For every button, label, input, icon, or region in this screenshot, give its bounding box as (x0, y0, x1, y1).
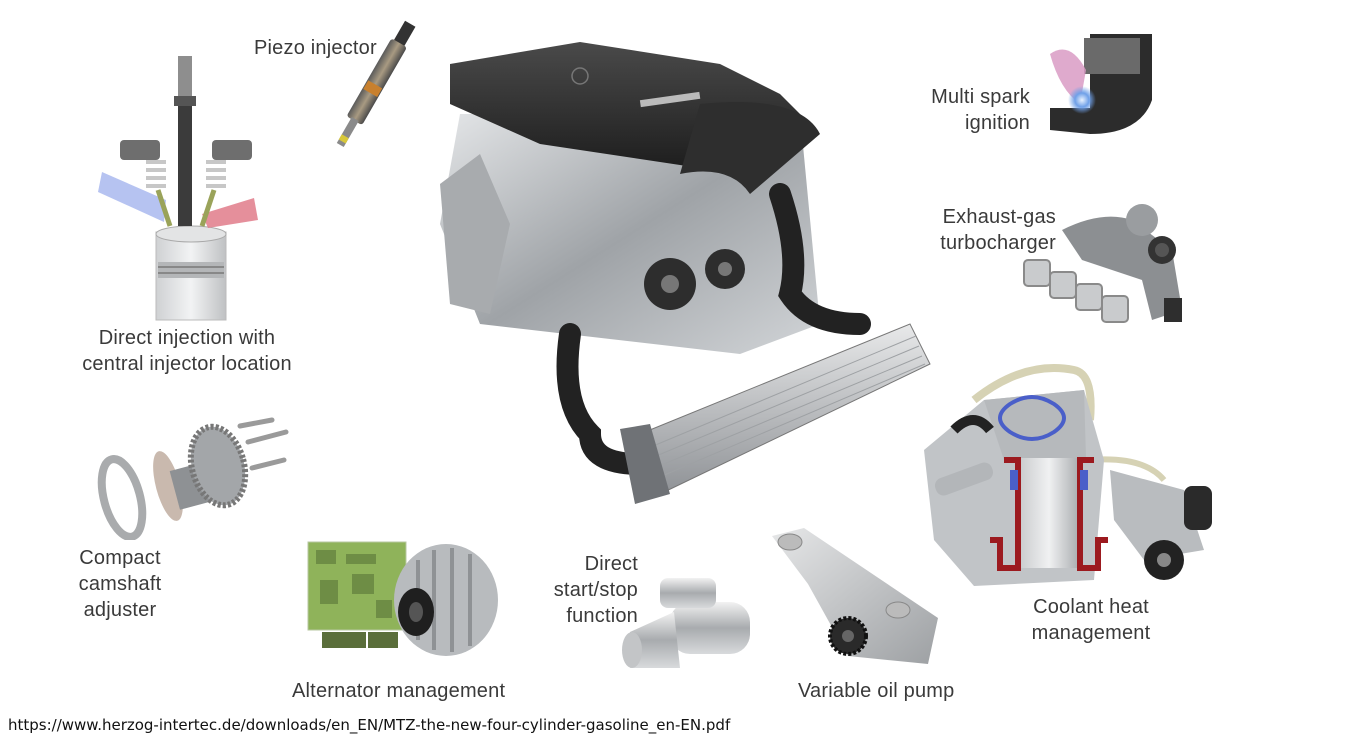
label-start-stop: Direct start/stop function (553, 553, 638, 627)
label-direct-injection: Direct injection with central injector l… (82, 327, 292, 375)
starter-motor-illustration (622, 578, 750, 668)
label-multi-spark: Multi spark ignition (931, 86, 1030, 134)
engine-illustration (440, 42, 931, 504)
direct-injection-illustration (98, 56, 258, 321)
label-oil-pump: Variable oil pump (798, 680, 955, 702)
label-piezo-injector: Piezo injector (254, 37, 377, 59)
multi-spark-illustration (1050, 34, 1152, 134)
coolant-heat-management-illustration (924, 364, 1212, 586)
piezo-injector-illustration (336, 20, 416, 147)
label-camshaft-adjuster: Compact camshaft adjuster (78, 547, 162, 621)
label-coolant: Coolant heat management (1031, 596, 1151, 644)
camshaft-adjuster-illustration (97, 417, 289, 540)
turbocharger-illustration (1023, 204, 1182, 323)
oil-pump-illustration (772, 528, 938, 664)
label-alternator: Alternator management (292, 680, 506, 702)
source-url-caption: https://www.herzog-intertec.de/downloads… (8, 716, 731, 734)
alternator-illustration (307, 541, 498, 656)
label-turbocharger: Exhaust-gas turbocharger (940, 206, 1056, 254)
